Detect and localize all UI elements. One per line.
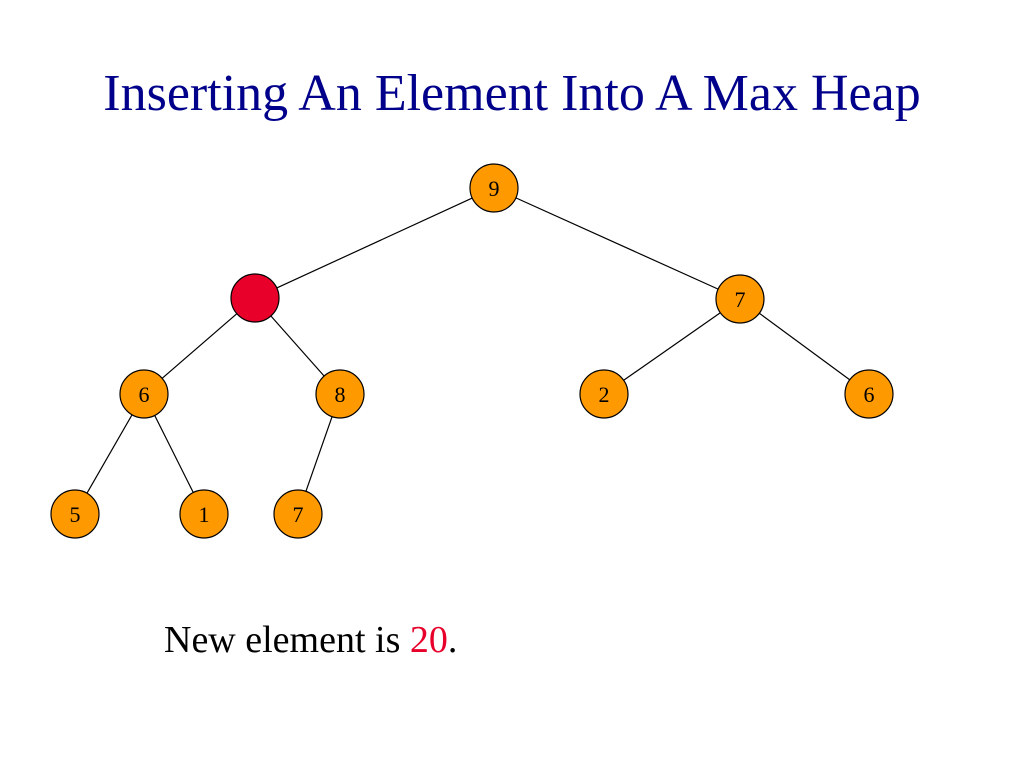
new-node: [230, 273, 280, 323]
node-label: 6: [139, 382, 150, 407]
edge-new-n6a: [161, 313, 238, 379]
node-label: 8: [335, 382, 346, 407]
heap-node: 8: [315, 369, 365, 419]
caption-value: 20: [409, 619, 448, 661]
edge-new-n8: [270, 315, 325, 377]
heap-node: 6: [844, 369, 894, 419]
node-label: 2: [599, 382, 610, 407]
node-circle: [50, 489, 100, 539]
node-circle: [469, 163, 519, 213]
node-circle: [119, 369, 169, 419]
heap-node: 2: [579, 369, 629, 419]
edge-n7a-n6b: [758, 312, 851, 381]
node-circle: [844, 369, 894, 419]
edge-n6a-n1: [154, 415, 194, 493]
node-circle: [273, 489, 323, 539]
node-circle: [315, 369, 365, 419]
node-label: 9: [489, 176, 500, 201]
heap-nodes: 9 7 6 8 2 6 5 1 7: [50, 163, 894, 539]
caption-suffix: .: [447, 619, 458, 661]
node-label: 7: [293, 502, 304, 527]
edge-n7a-n2: [623, 312, 721, 381]
edge-n9-n7a: [515, 197, 719, 290]
slide-title: Inserting An Element Into A Max Heap: [103, 65, 921, 122]
node-label: 7: [735, 287, 746, 312]
node-label: 1: [199, 502, 210, 527]
heap-node: 6: [119, 369, 169, 419]
node-circle: [579, 369, 629, 419]
heap-node: 1: [179, 489, 229, 539]
heap-edges: [86, 197, 851, 494]
node-label: 5: [70, 502, 81, 527]
heap-node: 7: [273, 489, 323, 539]
heap-node: 9: [469, 163, 519, 213]
edge-n8-n7b: [305, 416, 333, 492]
node-circle: [715, 274, 765, 324]
caption: New element is 20.: [164, 614, 457, 666]
new-node-circle: [230, 273, 280, 323]
heap-node: 7: [715, 274, 765, 324]
node-label: 6: [864, 382, 875, 407]
heap-node: 5: [50, 489, 100, 539]
edge-n9-new: [276, 197, 473, 289]
caption-prefix: New element is: [164, 619, 410, 661]
edge-n6a-n5: [86, 414, 133, 494]
node-circle: [179, 489, 229, 539]
